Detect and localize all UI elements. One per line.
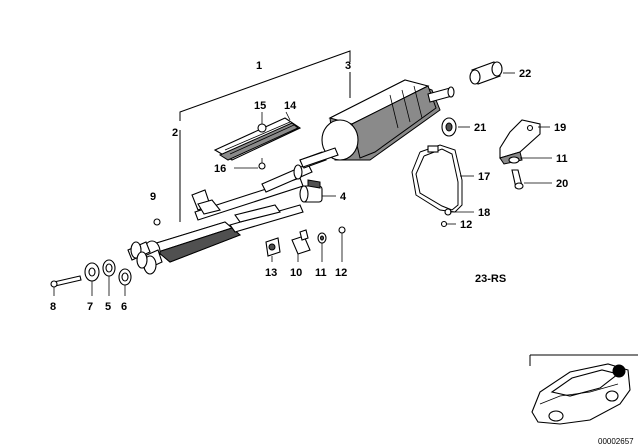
- leader-lines: [53, 72, 552, 296]
- label-17: 17: [478, 171, 490, 183]
- label-9: 9: [150, 191, 156, 203]
- label-7: 7: [87, 301, 93, 313]
- heat-shield: [213, 117, 302, 161]
- label-10: 10: [290, 267, 302, 279]
- gasket-6: [118, 268, 132, 286]
- nut-9: [153, 218, 161, 226]
- label-2: 2: [172, 127, 178, 139]
- car-silhouette-icon: [531, 363, 631, 425]
- rubber-mount: [441, 117, 457, 137]
- label-5: 5: [105, 301, 111, 313]
- diagram-code: 00002657: [598, 437, 634, 446]
- label-15: 15: [254, 100, 266, 112]
- washer-left: [317, 232, 327, 244]
- label-11-left: 11: [315, 267, 327, 279]
- label-18: 18: [478, 207, 490, 219]
- label-12-left: 12: [335, 267, 347, 279]
- label-3: 3: [345, 60, 351, 72]
- label-6: 6: [121, 301, 127, 313]
- assembly-bracket: [179, 50, 351, 222]
- mounting-bracket: [499, 119, 541, 165]
- pipe-clamp: [299, 179, 323, 203]
- front-pipe-assembly: [127, 177, 304, 275]
- muffler-strap: [411, 144, 463, 216]
- label-16: 16: [214, 163, 226, 175]
- gasket-5: [102, 259, 116, 277]
- label-14: 14: [284, 100, 297, 112]
- gasket-7: [84, 262, 100, 282]
- nut-left: [338, 226, 346, 234]
- bolt-left: [50, 275, 82, 288]
- tail-pipe-tip: [469, 61, 503, 85]
- rubber-hanger: [265, 237, 281, 257]
- rear-muffler: [299, 79, 455, 168]
- label-22: 22: [519, 68, 531, 80]
- part-labels: 1 2 3 4 5 6 7 8 9 10 11 11 12 12 13 14 1…: [50, 60, 568, 313]
- label-19: 19: [554, 122, 566, 134]
- label-8: 8: [50, 301, 56, 313]
- label-13: 13: [265, 267, 277, 279]
- reference-code: 23-RS: [475, 273, 506, 285]
- nut-12-right: [440, 220, 448, 228]
- label-21: 21: [474, 122, 486, 134]
- vehicle-locator: 00002657: [529, 354, 638, 446]
- label-11-right: 11: [556, 153, 568, 165]
- label-4: 4: [340, 191, 347, 203]
- bolt-washer-right: [508, 156, 524, 190]
- label-20: 20: [556, 178, 568, 190]
- label-12-right: 12: [460, 219, 472, 231]
- clamp-bracket: [291, 229, 311, 255]
- label-1: 1: [256, 60, 262, 72]
